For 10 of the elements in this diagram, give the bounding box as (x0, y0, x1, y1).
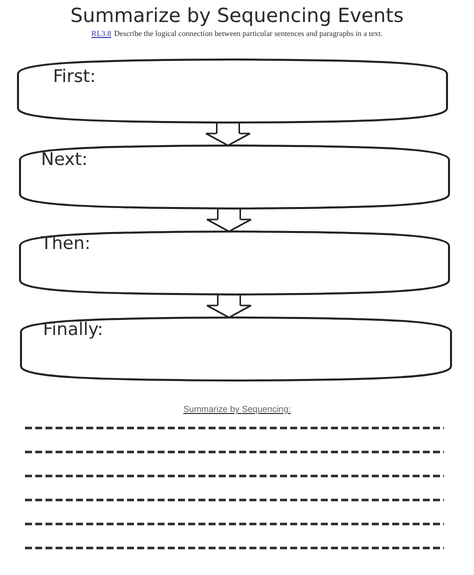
step-label: Finally: (43, 320, 104, 341)
worksheet-title: Summarize by Sequencing Events (69, 4, 405, 28)
sequence-box (19, 230, 450, 296)
section-heading: Summarize by Sequencing: (183, 404, 291, 415)
sequence-box (20, 316, 452, 382)
sequence-box (19, 144, 450, 210)
step-label: Next: (41, 150, 88, 171)
step-label: Then: (41, 234, 91, 255)
sequence-box (17, 58, 448, 124)
step-label: First: (53, 67, 96, 88)
